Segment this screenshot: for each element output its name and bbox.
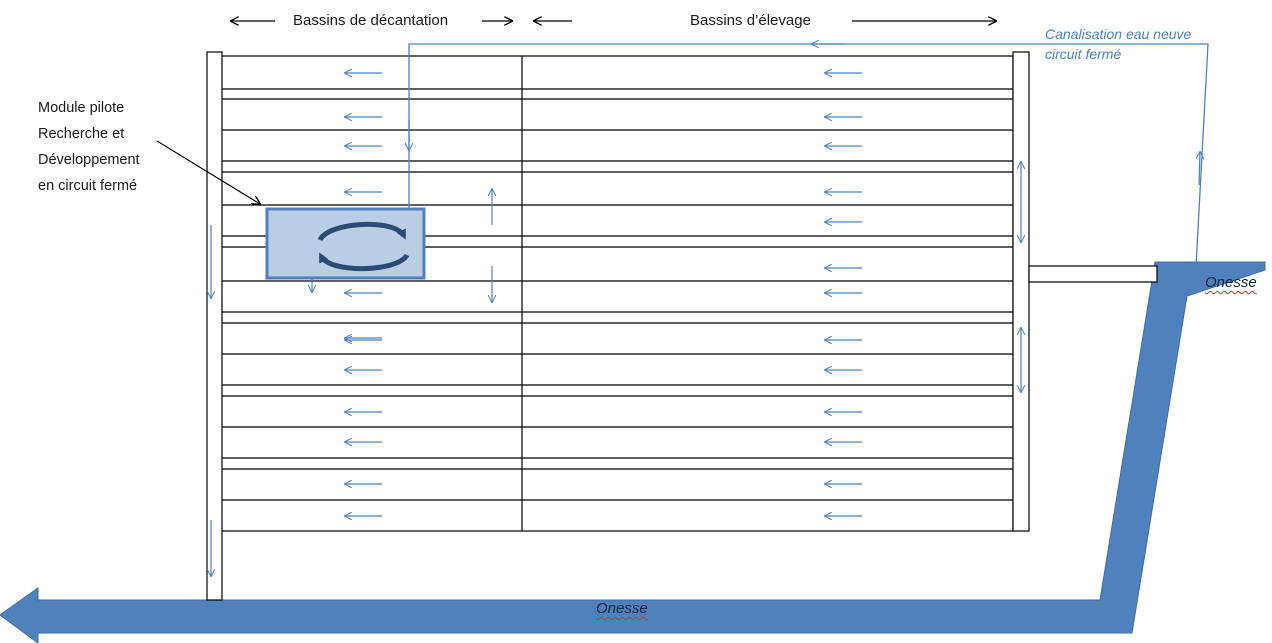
module-pointer <box>156 140 260 204</box>
module-label: Module pilote Recherche et Développement… <box>38 95 140 199</box>
module-label-line2: Recherche et <box>38 126 125 142</box>
module-label-line1: Module pilote <box>38 100 125 116</box>
module-label-line3: Développement <box>38 152 140 168</box>
right-channel <box>1012 51 1030 532</box>
circular-arrows-icon <box>317 221 410 272</box>
river-onesse-shape <box>0 261 1266 643</box>
river-inlet-pipe <box>1028 265 1158 283</box>
pipe-label: Canalisation eau neuve circuit fermé <box>1045 24 1191 65</box>
pipe-label-line1: Canalisation eau neuve <box>1045 26 1192 42</box>
river-label-bottom: Onesse <box>596 600 648 617</box>
row-flow-arrows <box>345 73 862 516</box>
river-label-right: Onesse <box>1205 274 1257 291</box>
new-water-pipe <box>409 44 1209 267</box>
header-elevage: Bassins d’élevage <box>690 12 811 29</box>
header-decantation: Bassins de décantation <box>293 12 449 29</box>
module-label-line4: en circuit fermé <box>38 178 138 194</box>
basin-grid <box>219 55 1014 532</box>
pipe-label-line2: circuit fermé <box>1045 46 1122 63</box>
vertical-flow-arrows <box>211 162 1021 576</box>
left-channel <box>206 51 223 601</box>
